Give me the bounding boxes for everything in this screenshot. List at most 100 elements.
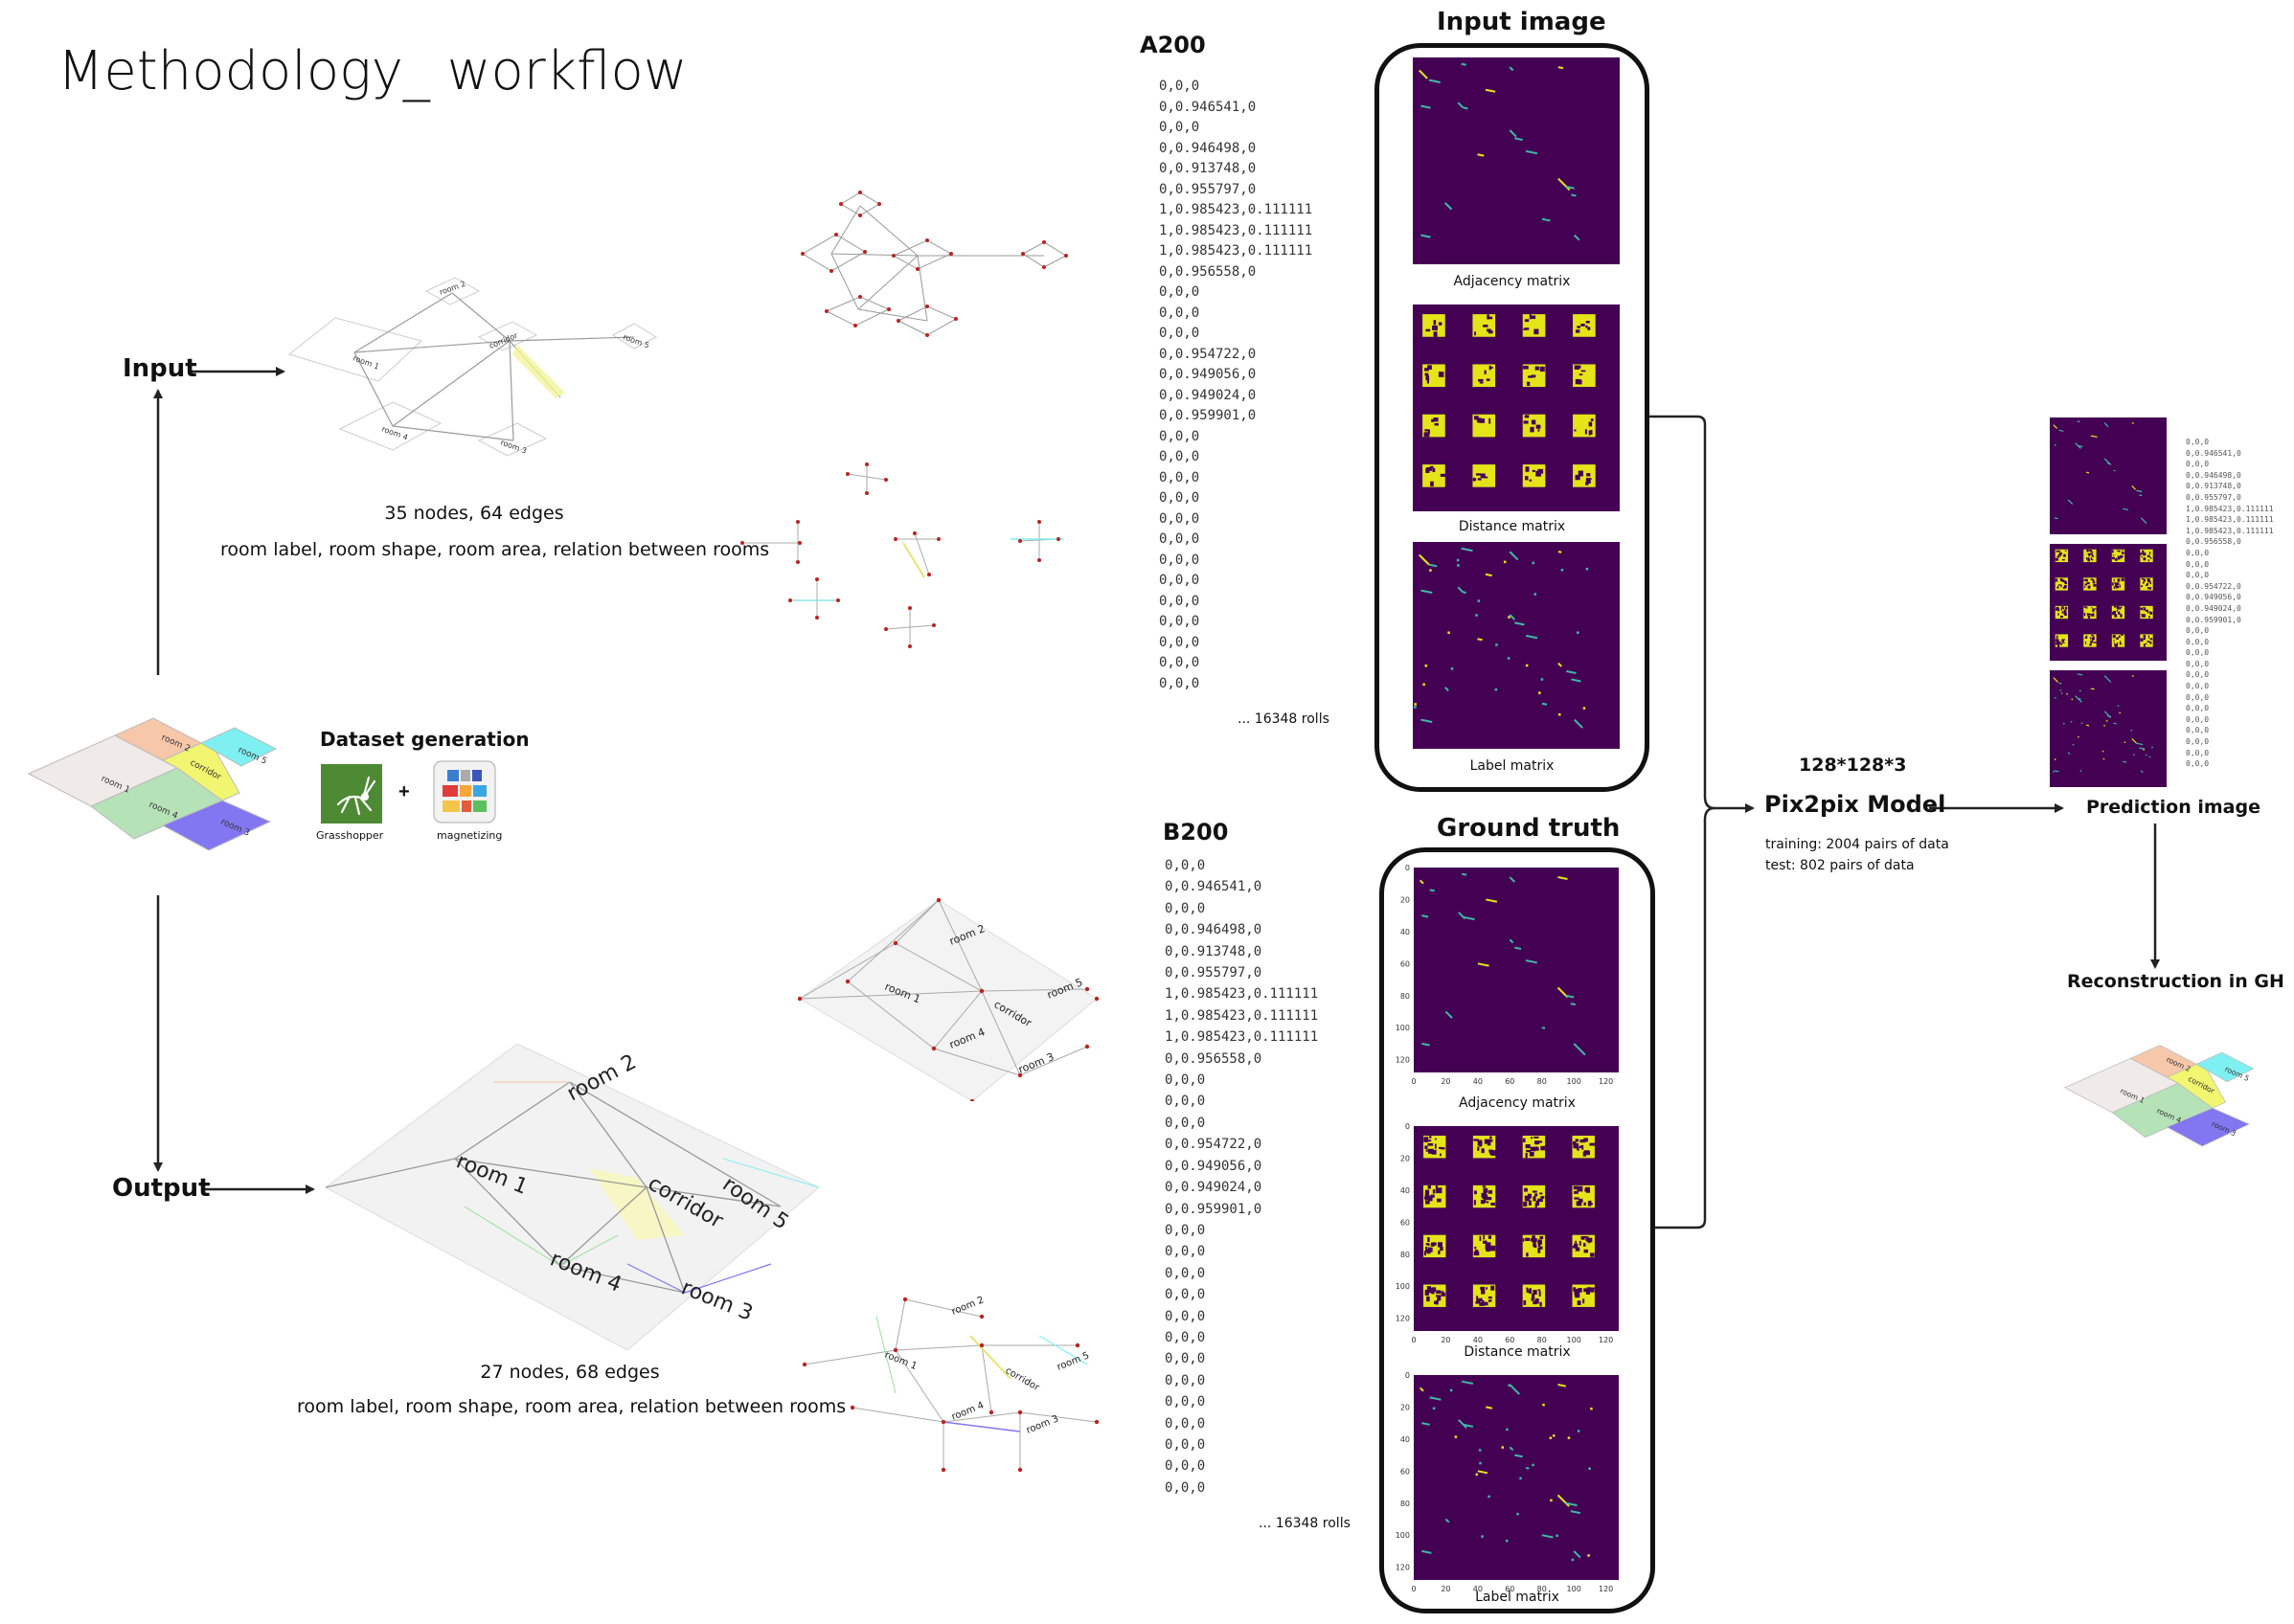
matrix-cell: [2078, 697, 2081, 700]
matrix-cell: [1524, 1187, 1528, 1192]
matrix-cell: [2061, 607, 2064, 610]
matrix-cell: [1485, 1244, 1489, 1251]
matrix-cell: [1423, 432, 1430, 438]
matrix-cell: [1584, 429, 1587, 435]
matrix-cell: [1486, 378, 1490, 381]
matrix-cell: [1557, 876, 1568, 881]
matrix-cell: [1589, 1142, 1596, 1146]
matrix-cell: [2103, 422, 2109, 427]
matrix-cell: [1481, 1290, 1486, 1294]
a200-row: 0,0,0: [1159, 428, 1200, 444]
matrix-cell: [2140, 607, 2144, 610]
matrix-cell: [2089, 643, 2092, 646]
label-matrix-body: [1413, 542, 1620, 749]
b200-rolls: ... 16348 rolls: [1259, 1516, 1351, 1531]
matrix-cell: [2147, 580, 2151, 583]
matrix-cell: [1477, 599, 1481, 602]
matrix-cell: [1457, 564, 1460, 567]
matrix-cell: [2142, 578, 2146, 580]
matrix-cell: [2093, 642, 2097, 643]
matrix-cell: [2055, 642, 2057, 645]
matrix-cell: [1509, 551, 1519, 561]
matrix-cell: [1580, 323, 1585, 327]
matrix-cell: [2083, 579, 2086, 581]
matrix-cell: [2061, 606, 2064, 608]
matrix-cell: [1488, 365, 1491, 371]
matrix-cell: [1463, 915, 1475, 921]
matrix-cell: [2143, 643, 2146, 647]
b200-row: 1,0.985423,0.111111: [1165, 986, 1319, 1003]
a200-row: 0,0.956558,0: [1159, 263, 1257, 280]
matrix-cell: [1479, 417, 1486, 423]
matrix-cell: [1426, 1288, 1432, 1294]
matrix-cell: [1575, 1139, 1579, 1142]
matrix-cell: [1522, 365, 1529, 370]
input-label: Input: [123, 354, 197, 383]
matrix-cell: [2149, 638, 2153, 641]
matrix-cell: [1488, 1235, 1492, 1239]
matrix-cell: [2093, 636, 2095, 638]
a200-rolls: ... 16348 rolls: [1238, 711, 1329, 727]
a200-row: 0,0.949056,0: [1159, 367, 1257, 382]
matrix-cell: [1487, 1141, 1491, 1146]
matrix-cell: [1506, 1428, 1509, 1432]
matrix-cell: [2119, 613, 2122, 616]
matrix-cell: [2063, 722, 2065, 725]
matrix-cell: [2139, 494, 2143, 497]
matrix-cell: [2090, 640, 2093, 643]
matrix-cell: [1529, 1288, 1533, 1295]
matrix-cell: [1571, 1558, 1575, 1562]
matrix-cell: [1584, 482, 1589, 485]
input-node-graph-top: [801, 191, 1068, 337]
matrix-cell: [1424, 368, 1429, 372]
matrix-cell: [1420, 589, 1433, 594]
matrix-cell: [2063, 611, 2067, 615]
x-tick-label: 120: [1599, 1585, 1613, 1593]
matrix-cell: [1426, 1139, 1432, 1142]
matrix-cell: [1583, 1138, 1588, 1142]
matrix-cell: [2151, 746, 2153, 749]
matrix-cell: [1586, 1236, 1589, 1242]
matrix-cell: [2055, 608, 2058, 611]
output-node-graph-top: room 1 room 2 corridor room 3 room 4 roo…: [797, 897, 1100, 1101]
matrix-cell: [1420, 104, 1431, 109]
matrix-cell: [2054, 770, 2059, 773]
adjacency-matrix-body: [1413, 57, 1620, 264]
matrix-cell: [2056, 641, 2060, 644]
matrix-cell: [1528, 1200, 1532, 1206]
prediction-row: 0,0,0: [2186, 548, 2210, 557]
b200-row: 0,0.956558,0: [1165, 1050, 1262, 1067]
matrix-cell: [1482, 1299, 1485, 1303]
matrix-cell: [2093, 579, 2095, 582]
matrix-cell: [2093, 612, 2095, 614]
matrix-cell: [1533, 328, 1539, 335]
matrix-cell: [2148, 616, 2150, 619]
matrix-cell: [1589, 1203, 1593, 1206]
matrix-cell: [1557, 551, 1562, 553]
matrix-cell: [2145, 643, 2147, 644]
x-tick-label: 40: [1473, 1077, 1483, 1086]
matrix-cell: [2114, 582, 2116, 585]
y-tick-label: 20: [1400, 895, 1410, 904]
matrix-cell: [1535, 1141, 1538, 1145]
matrix-cell: [1574, 718, 1583, 729]
matrix-cell: [1573, 1143, 1579, 1149]
b200-row: 0,0.913748,0: [1165, 943, 1262, 959]
matrix-cell: [2084, 578, 2088, 582]
matrix-cell: [1444, 687, 1449, 691]
matrix-cell: [2070, 721, 2073, 723]
matrix-cell: [1488, 1139, 1493, 1142]
matrix-cell: [1426, 1296, 1430, 1302]
matrix-cell: [1579, 1240, 1581, 1246]
matrix-cell: [1444, 202, 1453, 211]
matrix-cell: [2057, 613, 2059, 616]
x-tick-label: 60: [1505, 1585, 1514, 1593]
matrix-cell: [2085, 557, 2088, 560]
matrix-cell: [1583, 1150, 1589, 1155]
matrix-cell: [2106, 715, 2111, 718]
matrix-cell: [2087, 613, 2091, 616]
matrix-cell: [1424, 1145, 1428, 1149]
matrix-cell: [1479, 1144, 1482, 1147]
floorplan-diagram: room 1 room 2 corridor room 3 room 4 roo…: [27, 717, 278, 851]
matrix-cell: [1474, 331, 1476, 336]
